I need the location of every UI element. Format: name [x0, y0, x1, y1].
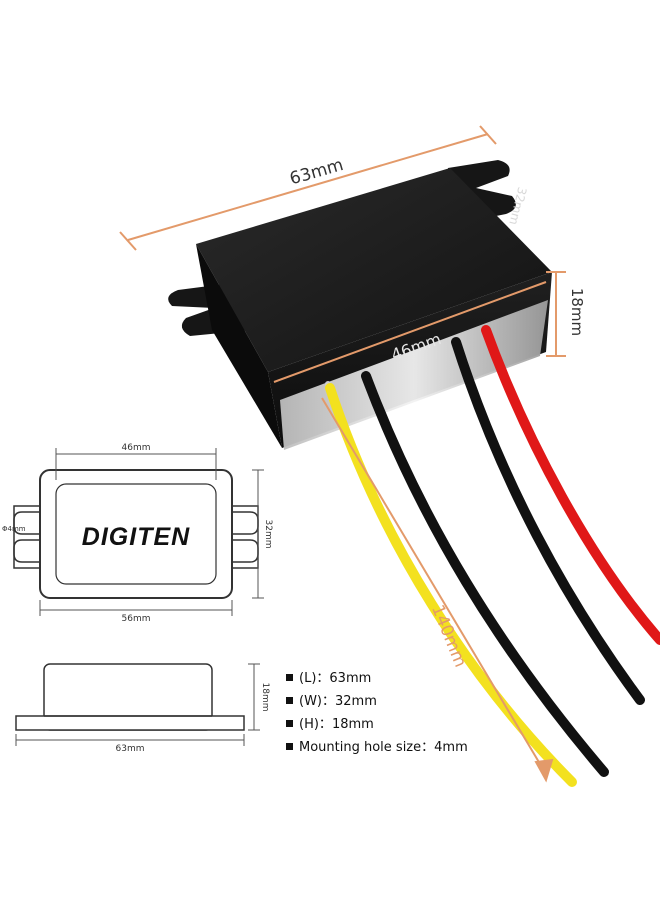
red-wire [481, 325, 660, 645]
dim-46mm-line [273, 281, 547, 383]
top-view-drawing: DIGITEN [13, 469, 259, 599]
top-view-dimensions [39, 448, 264, 616]
top-view-46mm-label: 46mm [122, 443, 151, 453]
dim-18mm-label: 18mm [568, 288, 586, 336]
spec-mounting-hole: Mounting hole size：4mm [286, 736, 468, 759]
top-view-hole-label: Φ4mm [2, 525, 26, 533]
dim-140mm-line [321, 397, 547, 775]
side-view-drawing [15, 663, 245, 731]
top-view-32mm-label: 32mm [263, 520, 273, 549]
potting-compound [280, 300, 548, 450]
bullet-square-icon [286, 674, 293, 681]
dim-140mm-arrow [534, 758, 554, 783]
case-left-face [196, 244, 282, 448]
top-view-right-flange [232, 511, 259, 535]
bullet-square-icon [286, 743, 293, 750]
dim-63mm-line [127, 133, 489, 241]
spec-length: (L)：63mm [286, 667, 468, 690]
black-wire-1 [361, 371, 609, 777]
side-view-63mm-label: 63mm [116, 744, 145, 754]
top-view-56mm-label: 56mm [122, 614, 151, 624]
spec-height: (H)：18mm [286, 713, 468, 736]
black-wire-2 [451, 337, 645, 705]
bullet-square-icon [286, 697, 293, 704]
converter-module-photo [168, 160, 552, 450]
side-view-dimensions [15, 663, 260, 746]
spec-width: (W)：32mm [286, 690, 468, 713]
case-top-face [196, 168, 552, 372]
output-wires [325, 325, 660, 787]
spec-list: (L)：63mm (W)：32mm (H)：18mm Mounting hole… [286, 667, 468, 759]
photo-dimension-lines [119, 125, 566, 783]
side-view-base [15, 715, 245, 731]
bullet-square-icon [286, 720, 293, 727]
digiten-logo: DIGITEN [82, 523, 190, 551]
side-view-18mm-label: 18mm [260, 683, 270, 712]
